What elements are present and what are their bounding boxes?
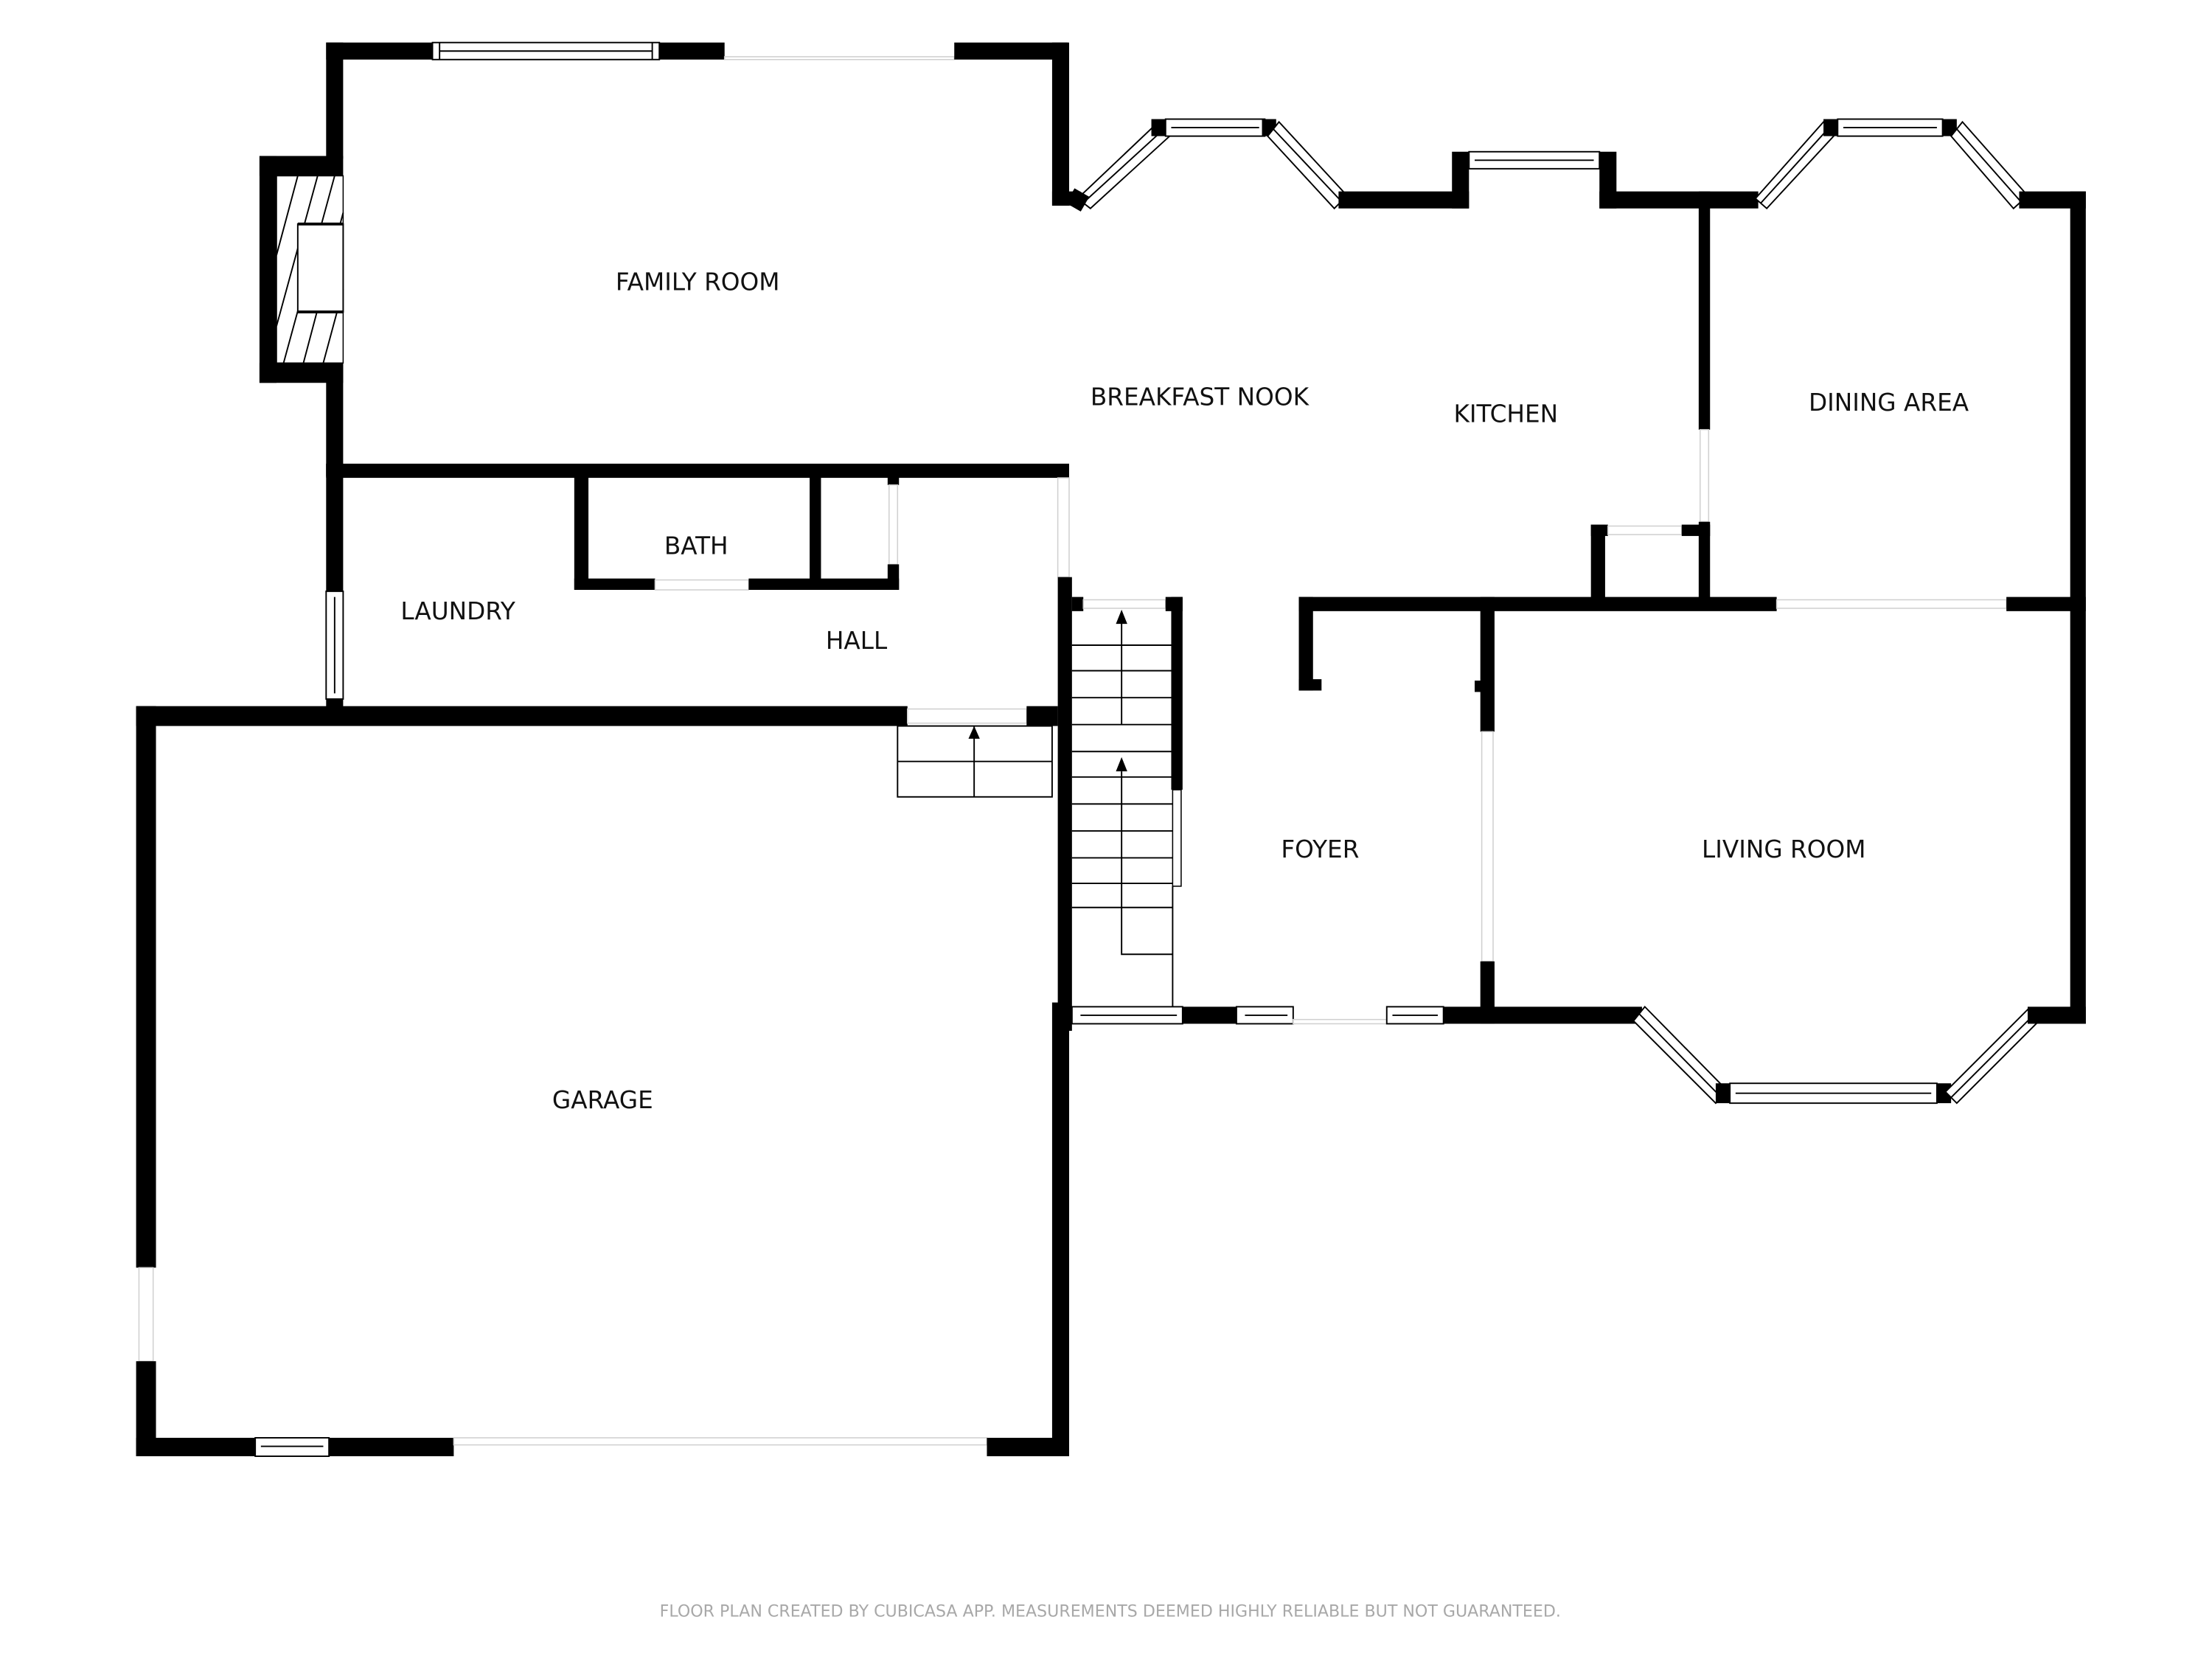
window <box>431 41 661 60</box>
living-room-bay-window <box>1632 1005 2040 1105</box>
dining-bay-window <box>1754 118 2029 210</box>
room-label-family-room: FAMILY ROOM <box>616 268 780 296</box>
room-label-foyer: FOYER <box>1281 835 1359 863</box>
room-label-hall: HALL <box>826 627 888 655</box>
main-stairs-icon <box>1071 597 1183 1007</box>
footer-disclaimer: FLOOR PLAN CREATED BY CUBICASA APP. MEAS… <box>660 1601 1561 1621</box>
room-label-breakfast-nook: BREAKFAST NOOK <box>1091 383 1310 411</box>
room-label-laundry: LAUNDRY <box>400 597 515 625</box>
room-label-dining-area: DINING AREA <box>1809 389 1969 417</box>
room-label-kitchen: KITCHEN <box>1453 400 1558 428</box>
kitchen-window <box>1468 150 1601 170</box>
room-label-bath: BATH <box>664 532 728 560</box>
front-wall <box>1071 1006 1642 1025</box>
breakfast-nook-bay-window <box>1065 118 1349 212</box>
laundry-bath-hall-walls <box>325 463 1072 1032</box>
laundry-window <box>325 590 344 700</box>
garage-stairs-icon <box>897 725 1053 798</box>
garage-window <box>254 1437 330 1457</box>
room-label-living-room: LIVING ROOM <box>1702 835 1865 863</box>
family-room-walls <box>259 41 1081 479</box>
fireplace-icon <box>276 175 344 364</box>
room-label-garage: GARAGE <box>552 1086 653 1114</box>
garage-walls <box>136 706 1069 1457</box>
